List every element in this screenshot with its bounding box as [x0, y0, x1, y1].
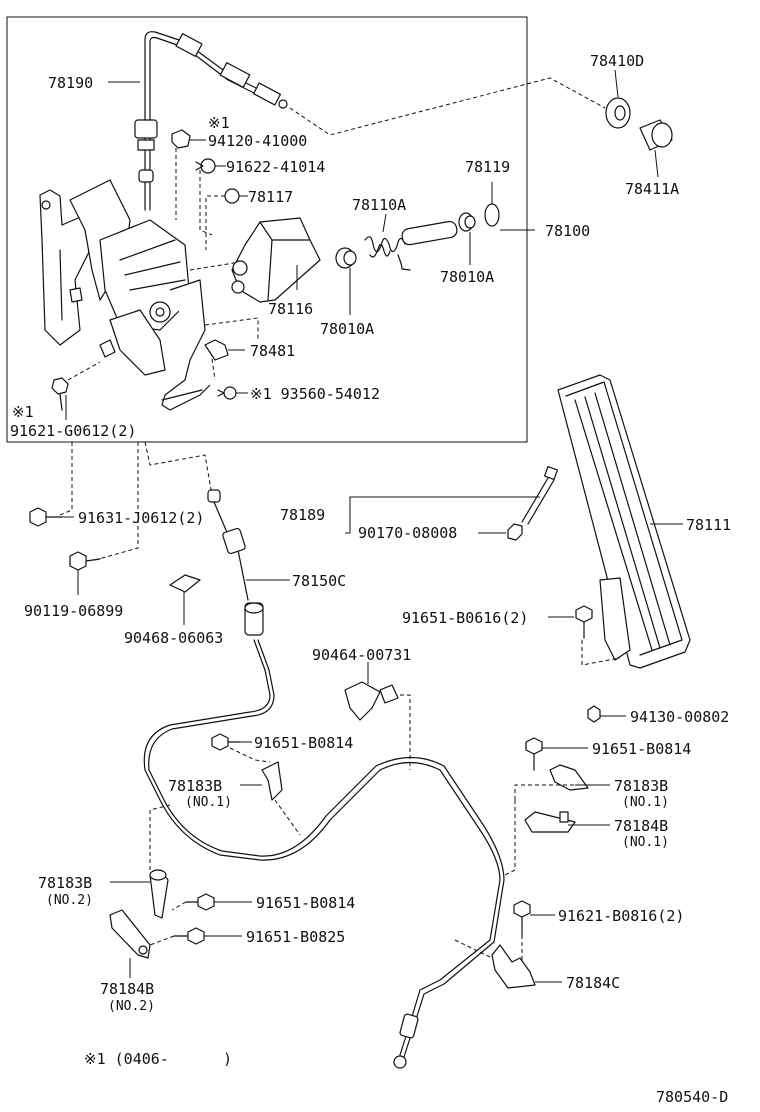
cable-78190 [108, 31, 288, 211]
nut-94130 [587, 705, 626, 723]
bush-78010A-rear [458, 212, 476, 265]
label-78184B-no2: 78184B [100, 980, 154, 998]
bolt-91621 [51, 361, 101, 420]
label-91651-B0814-c: 91651-B0814 [256, 894, 355, 912]
bolt-91631 [29, 507, 74, 527]
label-78184B-no2-sub: (NO.2) [108, 999, 155, 1014]
clip-90468 [169, 574, 201, 625]
bracket-78183B-no1-b [549, 764, 610, 791]
bolt-91621-B0816 [513, 900, 555, 965]
label-note-mark-94120: ※1 [208, 114, 230, 132]
label-78184B-no1-sub: (NO.1) [622, 835, 669, 850]
label-90170-08008: 90170-08008 [358, 524, 457, 542]
diagram-id: 780540-D [656, 1088, 728, 1106]
bolt-91622 [195, 158, 226, 174]
label-91651-B0616: 91651-B0616(2) [402, 609, 528, 627]
leader-93560 [209, 344, 216, 381]
part-78117 [205, 188, 248, 250]
label-94130-00802: 94130-00802 [630, 708, 729, 726]
bolt-91651-B0616 [548, 605, 593, 639]
label-91651-B0825: 91651-B0825 [246, 928, 345, 946]
clip-78481 [204, 339, 245, 361]
bolt-91651-B0825 [149, 927, 242, 946]
bolt-90119 [69, 551, 101, 595]
label-78119: 78119 [465, 158, 510, 176]
label-78183B-no1-b: 78183B [614, 777, 668, 795]
label-78111: 78111 [686, 516, 731, 534]
label-note-mark-91621: ※1 [12, 403, 34, 421]
label-78189: 78189 [280, 506, 325, 524]
label-78183B-no2: 78183B [38, 874, 92, 892]
label-91651-B0814-b: 91651-B0814 [592, 740, 691, 758]
label-94120-41000: 94120-41000 [208, 132, 307, 150]
label-78100: 78100 [545, 222, 590, 240]
footnote: ※1 (0406- ) [84, 1050, 232, 1068]
leader-78410D [289, 77, 606, 136]
grommet-78410D [605, 69, 631, 129]
cap-78411A [639, 119, 673, 178]
label-78183B-no2-sub: (NO.2) [46, 893, 93, 908]
label-78190: 78190 [48, 74, 93, 92]
pedal-78111 [557, 374, 691, 669]
label-90464-00731: 90464-00731 [312, 646, 411, 664]
label-93560-54012: ※1 93560-54012 [250, 385, 380, 403]
spring-78110A [364, 213, 411, 271]
bolt-78189 [345, 465, 559, 534]
label-78410D: 78410D [590, 52, 644, 70]
screw-93560 [217, 386, 248, 400]
label-78183B-no1-b-sub: (NO.1) [622, 795, 669, 810]
bolt-91651-B0814-b [525, 737, 588, 771]
nut-94120 [171, 129, 206, 149]
leader-78116 [189, 261, 241, 271]
label-91631-J0612: 91631-J0612(2) [78, 509, 204, 527]
bush-78010A-front [335, 247, 357, 315]
lever-78116 [231, 217, 321, 303]
bracket-78184B-no2 [109, 909, 151, 978]
leader-90119 [94, 442, 139, 561]
pin-78110A [401, 220, 458, 246]
label-90119-06899: 90119-06899 [24, 602, 123, 620]
bolt-91651-B0814-a [211, 733, 271, 763]
label-78117: 78117 [248, 188, 293, 206]
label-78184C: 78184C [566, 974, 620, 992]
leader-91631 [59, 442, 73, 516]
leader-91622 [199, 170, 213, 236]
washer-78119 [484, 182, 500, 227]
leader-78481 [204, 317, 259, 340]
clamp-90464 [344, 662, 411, 770]
bracket-78183B-no1-a [240, 761, 301, 836]
label-91651-B0814-a: 91651-B0814 [254, 734, 353, 752]
nut-90170 [478, 523, 523, 541]
label-91621-G0612: 91621-G0612(2) [10, 422, 136, 440]
label-91622-41014: 91622-41014 [226, 158, 325, 176]
label-91621-B0816: 91621-B0816(2) [558, 907, 684, 925]
label-78150C: 78150C [292, 572, 346, 590]
bracket-78184B-no1 [504, 784, 610, 876]
bracket-78184C [454, 939, 562, 989]
label-78010A-rear: 78010A [440, 268, 494, 286]
label-78481: 78481 [250, 342, 295, 360]
bracket-78183B-no2 [110, 804, 171, 919]
label-78010A-front: 78010A [320, 320, 374, 338]
label-78183B-no1-a: 78183B [168, 777, 222, 795]
label-90468-06063: 90468-06063 [124, 629, 223, 647]
leader-cable-top [144, 441, 213, 496]
label-78116: 78116 [268, 300, 313, 318]
label-78184B-no1: 78184B [614, 817, 668, 835]
pedal-bracket [39, 179, 211, 411]
label-78183B-no1-a-sub: (NO.1) [185, 795, 232, 810]
cable-78150C [143, 489, 505, 1069]
bolt-91651-B0814-c [171, 893, 252, 911]
label-78110A: 78110A [352, 196, 406, 214]
label-78411A: 78411A [625, 180, 679, 198]
